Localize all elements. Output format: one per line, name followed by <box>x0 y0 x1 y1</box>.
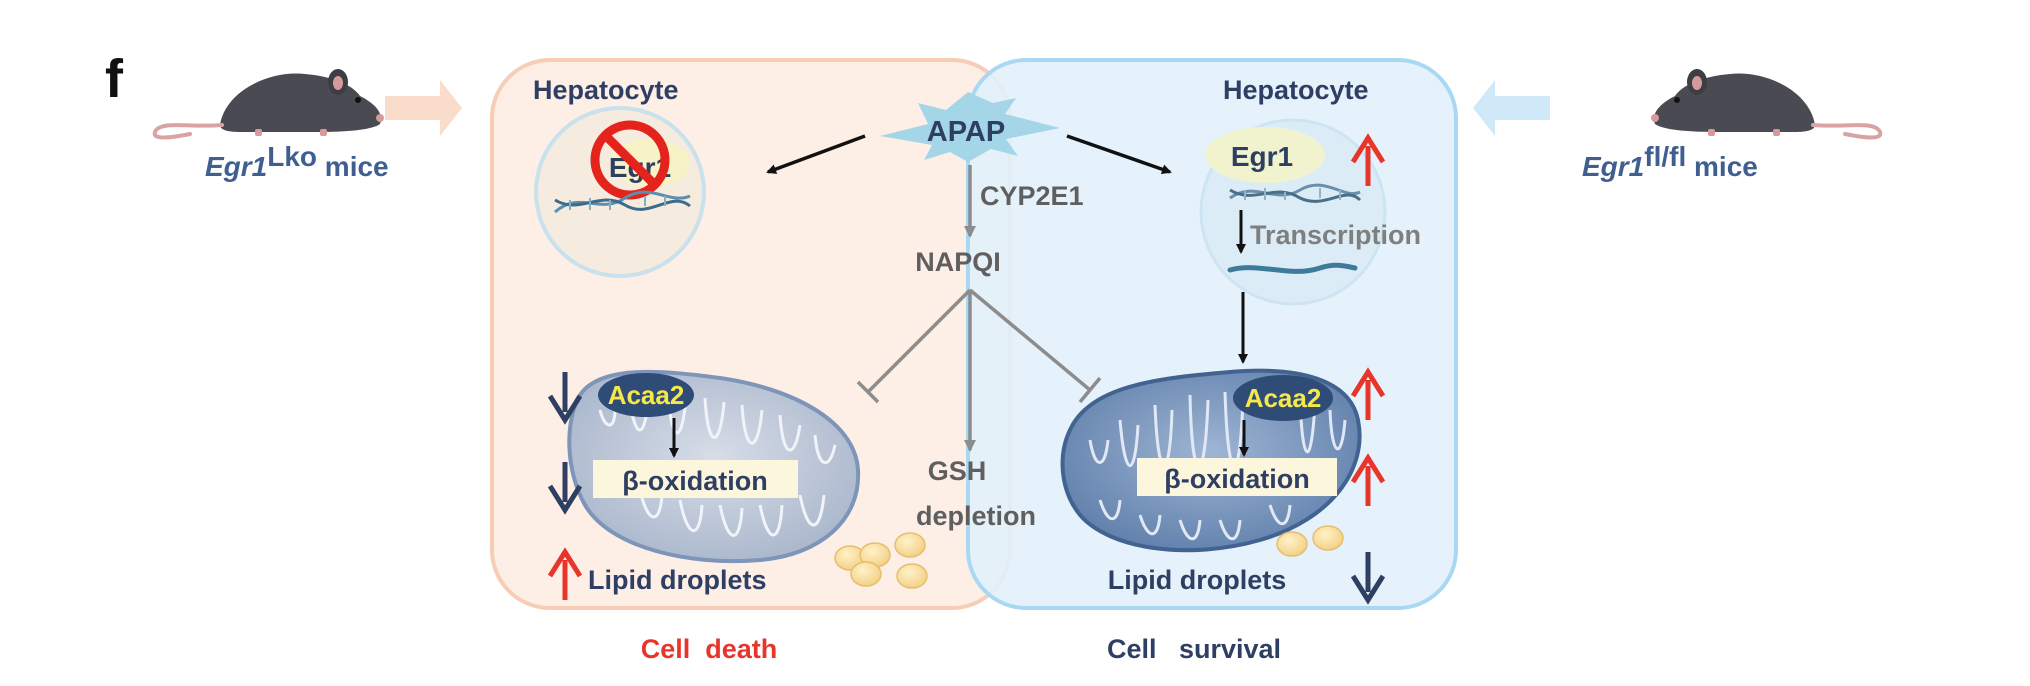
napqi-inhibit-left <box>866 288 972 394</box>
left-mouse-suffix: mice <box>317 151 389 182</box>
left-egr1-bubble <box>610 139 690 187</box>
napqi-label: NAPQI <box>915 247 1001 277</box>
left-mouse-gene: Egr1 <box>205 151 267 182</box>
right-oxidation-box <box>1137 458 1337 496</box>
cell-death-label: Cell death <box>641 634 778 664</box>
right-egr1-bubble <box>1205 127 1325 183</box>
left-acaa2-down-arrow <box>547 372 583 425</box>
right-acaa2-badge <box>1233 375 1333 421</box>
napqi-inhibit-right <box>968 288 1092 392</box>
transcription-label: Transcription <box>1250 220 1421 250</box>
apap-to-right-arrow <box>1066 134 1172 175</box>
right-acaa2-up-arrow <box>1350 367 1386 420</box>
left-cell-title: Hepatocyte <box>533 75 679 105</box>
right-mouse-superscript: fl/fl <box>1644 141 1686 172</box>
mouse-icon-right <box>1651 69 1883 140</box>
right-cell-title: Hepatocyte <box>1223 75 1369 105</box>
depletion-label: depletion <box>916 501 1036 531</box>
right-dna-icon <box>1229 183 1362 203</box>
right-entry-arrow <box>1473 80 1550 136</box>
napqi-inhibit-left-bar <box>856 380 880 404</box>
left-lipid-label: Lipid droplets <box>588 565 767 595</box>
panel-label: f <box>105 49 124 109</box>
right-acaa2-label: Acaa2 <box>1245 383 1322 413</box>
left-oxidation-box <box>593 460 798 498</box>
right-lipid-droplets-icon <box>1276 525 1344 557</box>
right-mouse-suffix: mice <box>1686 151 1758 182</box>
left-acaa2-badge <box>598 373 694 417</box>
left-lipid-up-arrow <box>547 547 583 600</box>
apap-starburst <box>880 92 1060 162</box>
gsh-label: GSH <box>928 456 987 486</box>
left-mouse-label: Egr1Lko mice <box>205 141 389 182</box>
left-acaa2-label: Acaa2 <box>608 380 685 410</box>
napqi-inhibit-right-bar <box>1078 376 1102 404</box>
left-mouse-superscript: Lko <box>267 141 317 172</box>
mrna-icon <box>1227 262 1358 274</box>
left-entry-arrow <box>385 80 462 136</box>
left-dna-icon <box>554 190 691 214</box>
cell-survival-label: Cell survival <box>1107 634 1281 664</box>
left-oxidation-label: β-oxidation <box>622 466 767 496</box>
left-lipid-droplets-icon <box>834 532 928 589</box>
right-mouse-gene: Egr1 <box>1582 151 1644 182</box>
right-egr1-up-arrow <box>1350 133 1386 186</box>
right-lipid-down-arrow <box>1350 552 1386 605</box>
left-oxidation-down-arrow <box>547 462 583 515</box>
right-egr1-label: Egr1 <box>1231 141 1293 172</box>
apap-label: APAP <box>927 116 1005 148</box>
right-oxidation-up-arrow <box>1350 453 1386 506</box>
apap-to-left-arrow <box>766 134 866 174</box>
right-mouse-label: Egr1fl/fl mice <box>1582 141 1758 182</box>
mouse-icon-left <box>152 69 384 140</box>
cyp2e1-label: CYP2E1 <box>980 181 1084 211</box>
right-lipid-label: Lipid droplets <box>1108 565 1287 595</box>
right-oxidation-label: β-oxidation <box>1164 464 1309 494</box>
